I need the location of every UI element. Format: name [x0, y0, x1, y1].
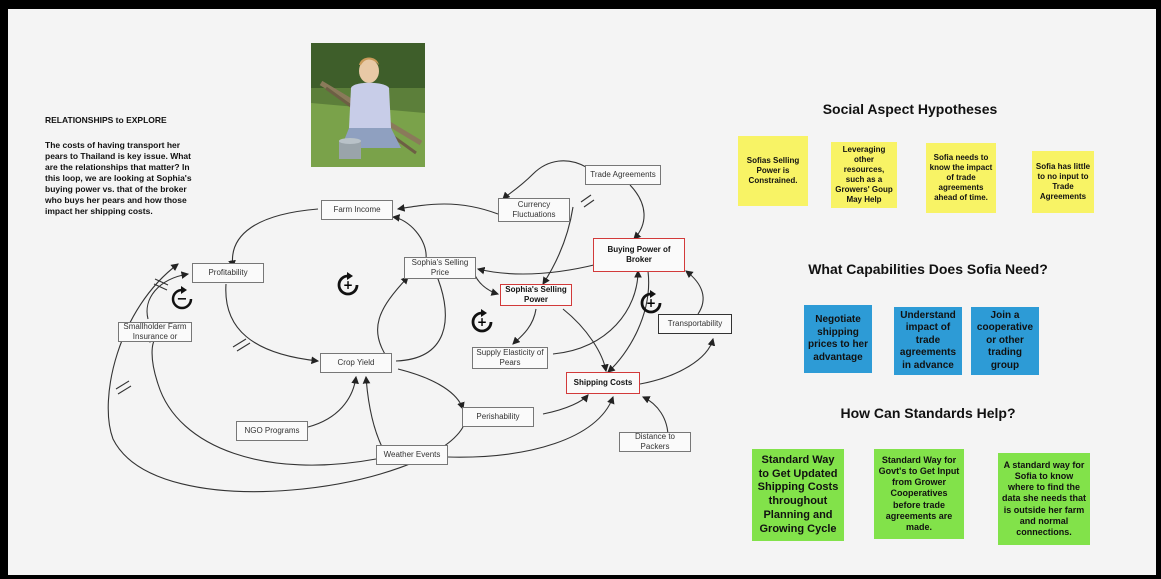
sticky-note-capability-2[interactable]: Understand impact of trade agreements in…: [894, 307, 962, 375]
arrow-elasticity-to-broker: [552, 269, 642, 355]
node-supply-elasticity[interactable]: Supply Elasticity of Pears: [472, 347, 548, 369]
arrow-weather-to-smallholder: [149, 335, 377, 466]
sticky-note-capability-3[interactable]: Join a cooperative or other trading grou…: [971, 307, 1039, 375]
arrow-distance-to-shipping: [642, 396, 669, 438]
arrow-trade-to-buyingpower: [629, 184, 645, 240]
arrow-price-to-cropyield-back: [377, 276, 409, 360]
arrow-smallholder-to-profitability: [146, 271, 190, 320]
arrow-weather-to-shipping: [447, 395, 615, 458]
node-smallholder-farm-insurance[interactable]: Smallholder Farm Insurance or: [118, 322, 192, 342]
node-distance-to-packers[interactable]: Distance to Packers: [619, 432, 691, 452]
social-heading: Social Aspect Hypotheses: [822, 101, 998, 117]
node-ngo-programs[interactable]: NGO Programs: [236, 421, 308, 441]
sticky-note-standard-2[interactable]: Standard Way for Govt's to Get Input fro…: [874, 449, 964, 539]
arrow-cropyield-to-price: [395, 263, 446, 362]
reinforcing-loop-icon: +: [468, 308, 496, 336]
arrow-transport-to-broker: [685, 270, 704, 315]
reinforcing-loop-icon: +: [637, 289, 665, 317]
svg-text:+: +: [646, 296, 656, 310]
arrow-price-to-farmincome: [391, 214, 427, 260]
node-buying-power-of-broker[interactable]: Buying Power of Broker: [593, 238, 685, 272]
arrow-broker-to-price: [476, 263, 599, 275]
node-farm-income[interactable]: Farm Income: [321, 200, 393, 220]
standards-heading: How Can Standards Help?: [840, 405, 1016, 421]
svg-text:+: +: [477, 315, 487, 329]
intro-title: RELATIONSHIPS to EXPLORE: [45, 115, 167, 125]
arrow-cropyield-to-perishability: [397, 368, 465, 411]
farmer-photo: [311, 43, 425, 167]
sticky-note-social-3[interactable]: Sofia needs to know the impact of trade …: [926, 143, 996, 213]
node-crop-yield[interactable]: Crop Yield: [320, 353, 392, 373]
intro-body: The costs of having transport her pears …: [45, 140, 192, 217]
arrow-perishability-to-shipping: [542, 394, 589, 415]
arrow-weather-to-cropyield: [362, 375, 384, 450]
node-weather-events[interactable]: Weather Events: [376, 445, 448, 465]
arrow-trade-to-currency: [502, 160, 587, 200]
canvas: RELATIONSHIPS to EXPLORE The costs of ha…: [8, 9, 1156, 575]
arrow-price-to-sellingpower: [472, 270, 500, 296]
node-trade-agreements[interactable]: Trade Agreements: [585, 165, 661, 185]
sticky-note-standard-1[interactable]: Standard Way to Get Updated Shipping Cos…: [752, 449, 844, 541]
arrow-sellingpower-to-shipping: [562, 308, 609, 373]
node-transportability[interactable]: Transportability: [658, 314, 732, 334]
arrow-farmincome-to-profitability: [228, 208, 319, 269]
node-sophias-selling-power[interactable]: Sophia's Selling Power: [500, 284, 572, 306]
node-sophias-selling-price[interactable]: Sophia's Selling Price: [404, 257, 476, 279]
arrow-sellingpower-to-elasticity: [512, 308, 537, 345]
svg-text:−: −: [177, 292, 188, 307]
node-perishability[interactable]: Perishability: [462, 407, 534, 427]
sticky-note-standard-3[interactable]: A standard way for Sofia to know where t…: [998, 453, 1090, 545]
capabilities-heading: What Capabilities Does Sofia Need?: [808, 261, 1048, 277]
sticky-note-social-1[interactable]: Sofias Selling Power is Constrained.: [738, 136, 808, 206]
arrow-ngo-to-cropyield: [307, 375, 359, 428]
sticky-note-capability-1[interactable]: Negotiate shipping prices to her advanta…: [804, 305, 872, 373]
reinforcing-loop-icon: +: [334, 271, 362, 299]
node-currency-fluctuations[interactable]: Currency Fluctuations: [498, 198, 570, 222]
sticky-note-social-2[interactable]: Leveraging other resources, such as a Gr…: [831, 142, 897, 208]
svg-text:+: +: [343, 278, 353, 292]
arrow-profitability-to-cropyield: [225, 283, 320, 365]
arrow-shipping-to-transport: [639, 337, 716, 385]
sticky-note-social-4[interactable]: Sofia has little to no input to Trade Ag…: [1032, 151, 1094, 213]
balancing-loop-icon: −: [168, 285, 196, 313]
arrow-currency-to-farmincome: [396, 203, 499, 215]
node-shipping-costs[interactable]: Shipping Costs: [566, 372, 640, 394]
arrow-broker-to-shipping: [607, 270, 650, 373]
node-profitability[interactable]: Profitability: [192, 263, 264, 283]
arrow-currency-to-sellingpower: [542, 206, 574, 285]
